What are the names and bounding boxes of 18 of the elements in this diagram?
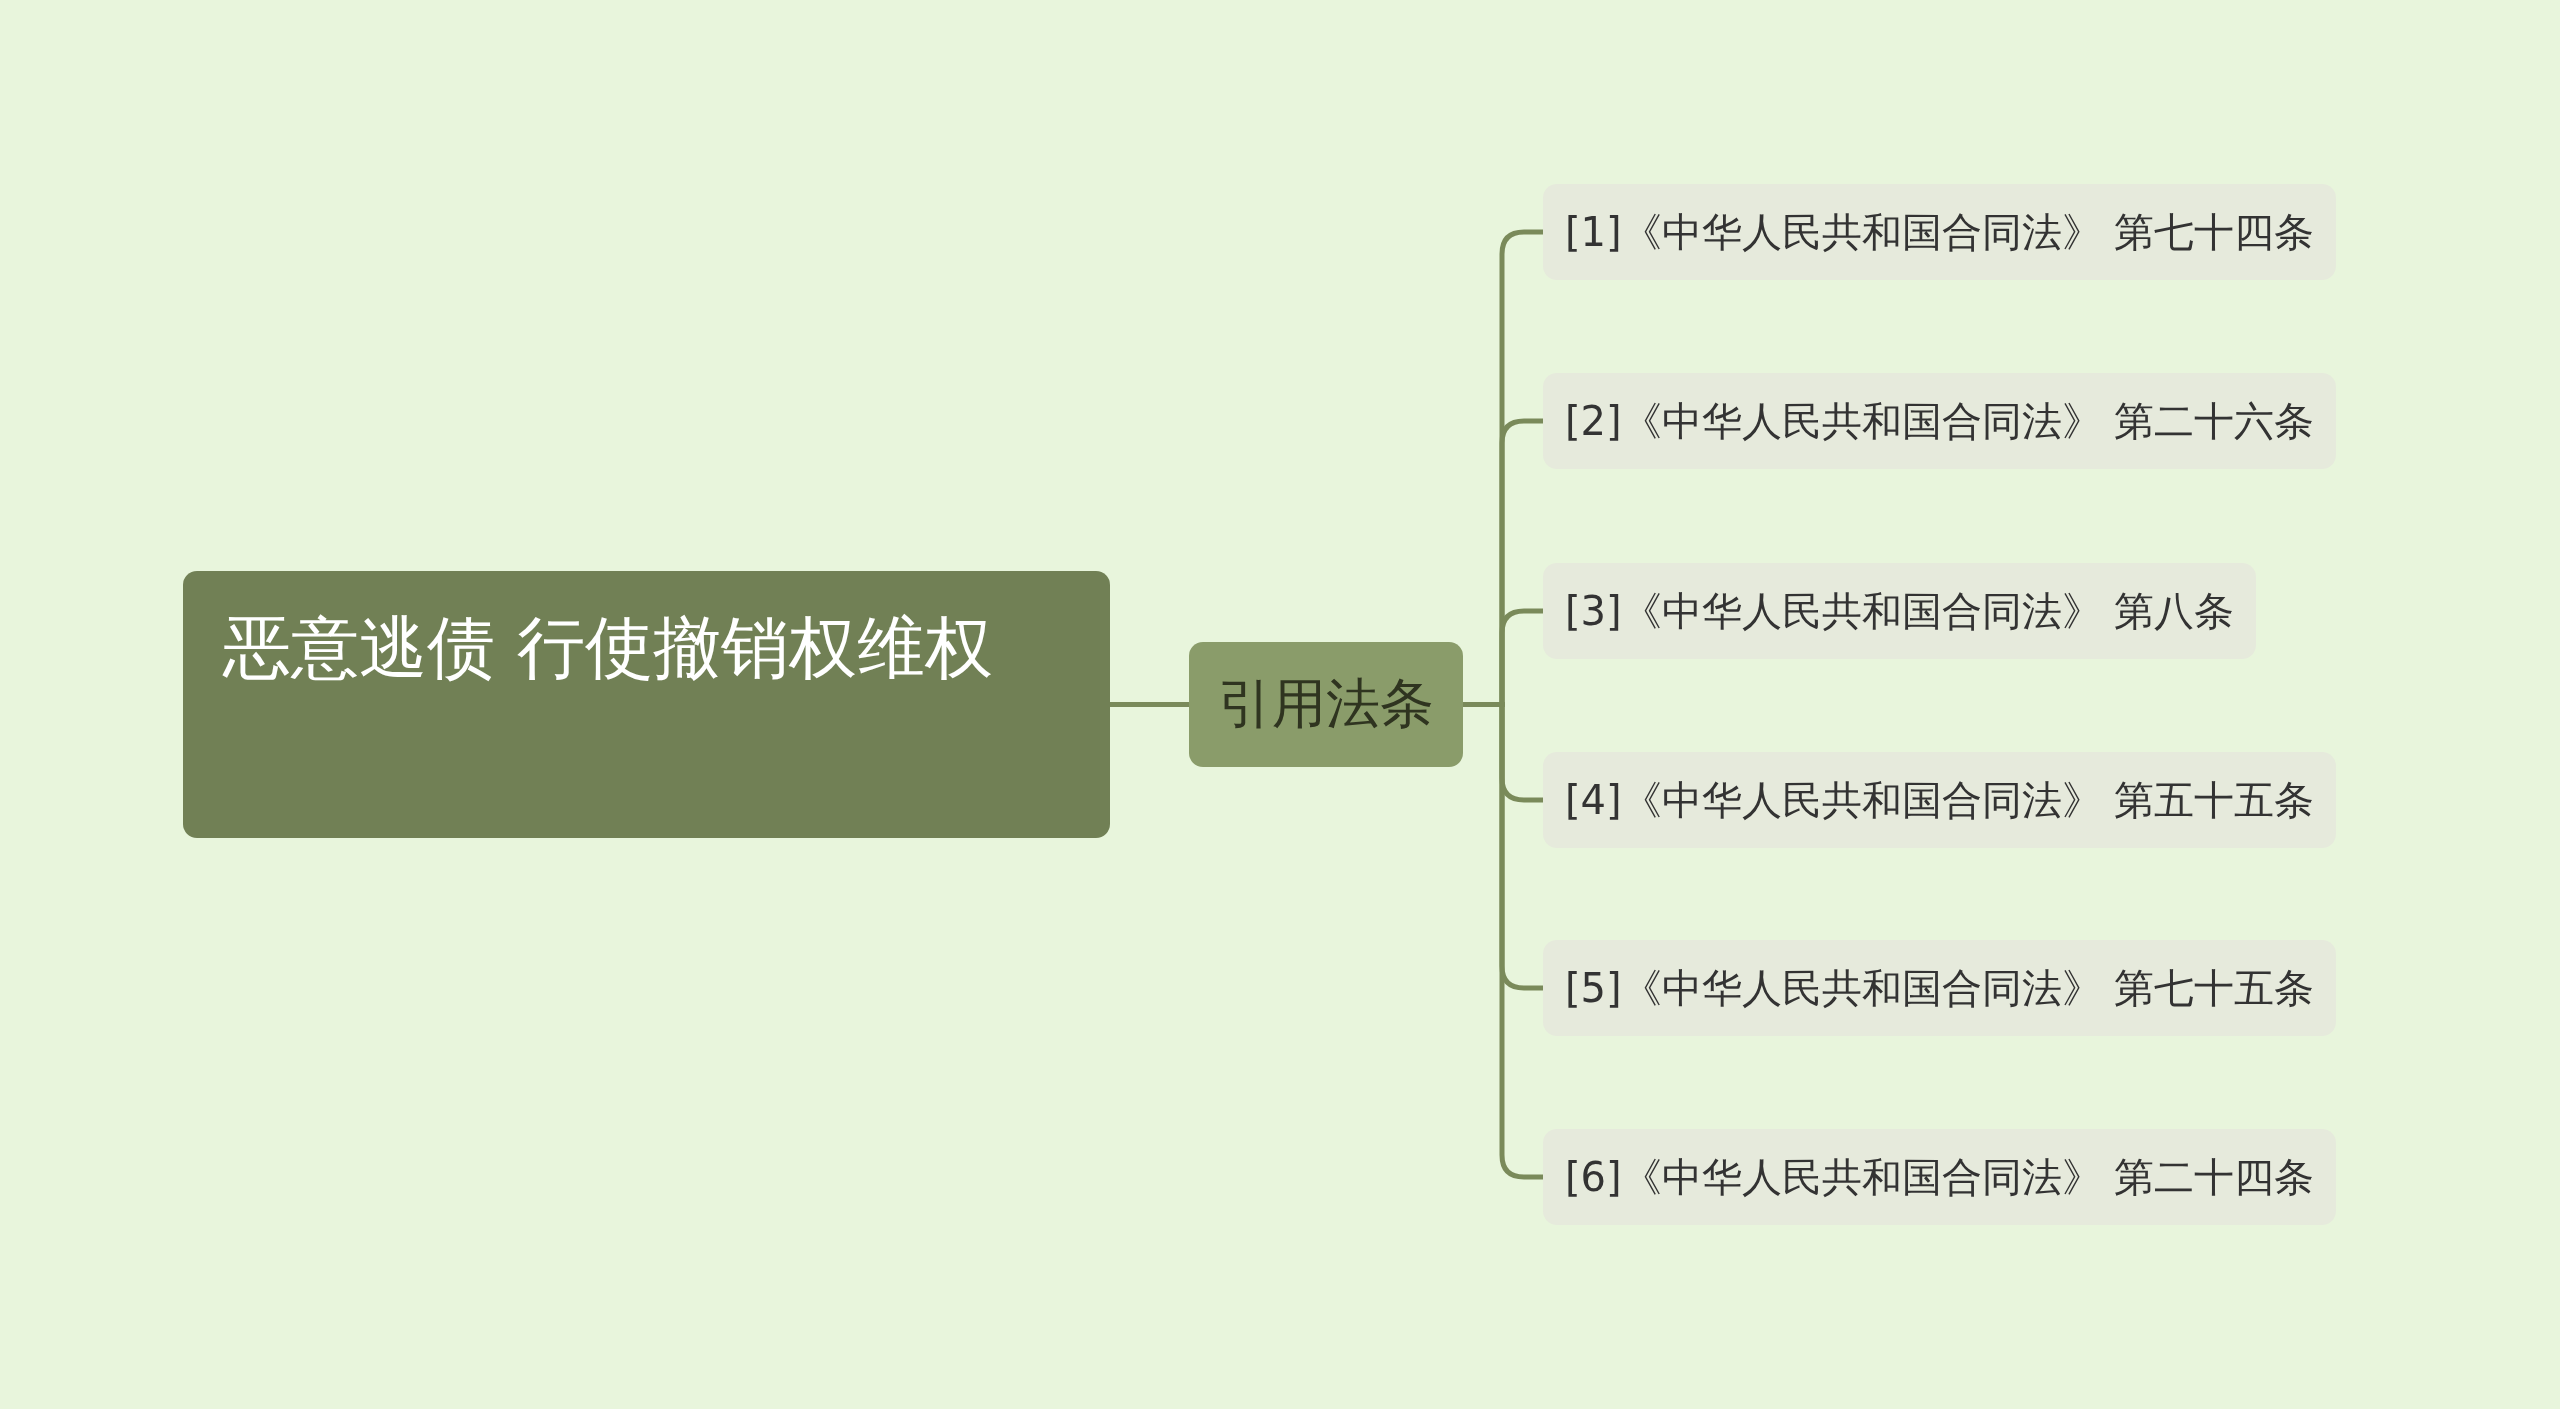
node-text: [3]《中华人民共和国合同法》 第八条 — [1565, 586, 2235, 636]
subtopic-box — [1543, 184, 2337, 280]
node-text: [2]《中华人民共和国合同法》 第二十六条 — [1565, 396, 2315, 446]
node-text: [5]《中华人民共和国合同法》 第七十五条 — [1565, 963, 2315, 1013]
node-text: 恶意逃债 行使撤销权维权 — [223, 608, 993, 687]
branch-topic-box — [1189, 642, 1463, 767]
node-text: [6]《中华人民共和国合同法》 第二十四条 — [1565, 1152, 2315, 1202]
root-topic-box — [183, 571, 1110, 838]
subtopic-box — [1543, 752, 2337, 848]
node-text: 引用法条 — [1218, 671, 1434, 737]
subtopic-box — [1543, 373, 2337, 469]
subtopic-box — [1543, 563, 2257, 659]
node-text: [1]《中华人民共和国合同法》 第七十四条 — [1565, 207, 2315, 257]
connector-line — [1110, 702, 1189, 707]
subtopic-box — [1543, 940, 2337, 1036]
connector-line — [1463, 702, 1543, 1180]
subtopic-box — [1543, 1129, 2337, 1225]
node-text: [4]《中华人民共和国合同法》 第五十五条 — [1565, 775, 2315, 825]
